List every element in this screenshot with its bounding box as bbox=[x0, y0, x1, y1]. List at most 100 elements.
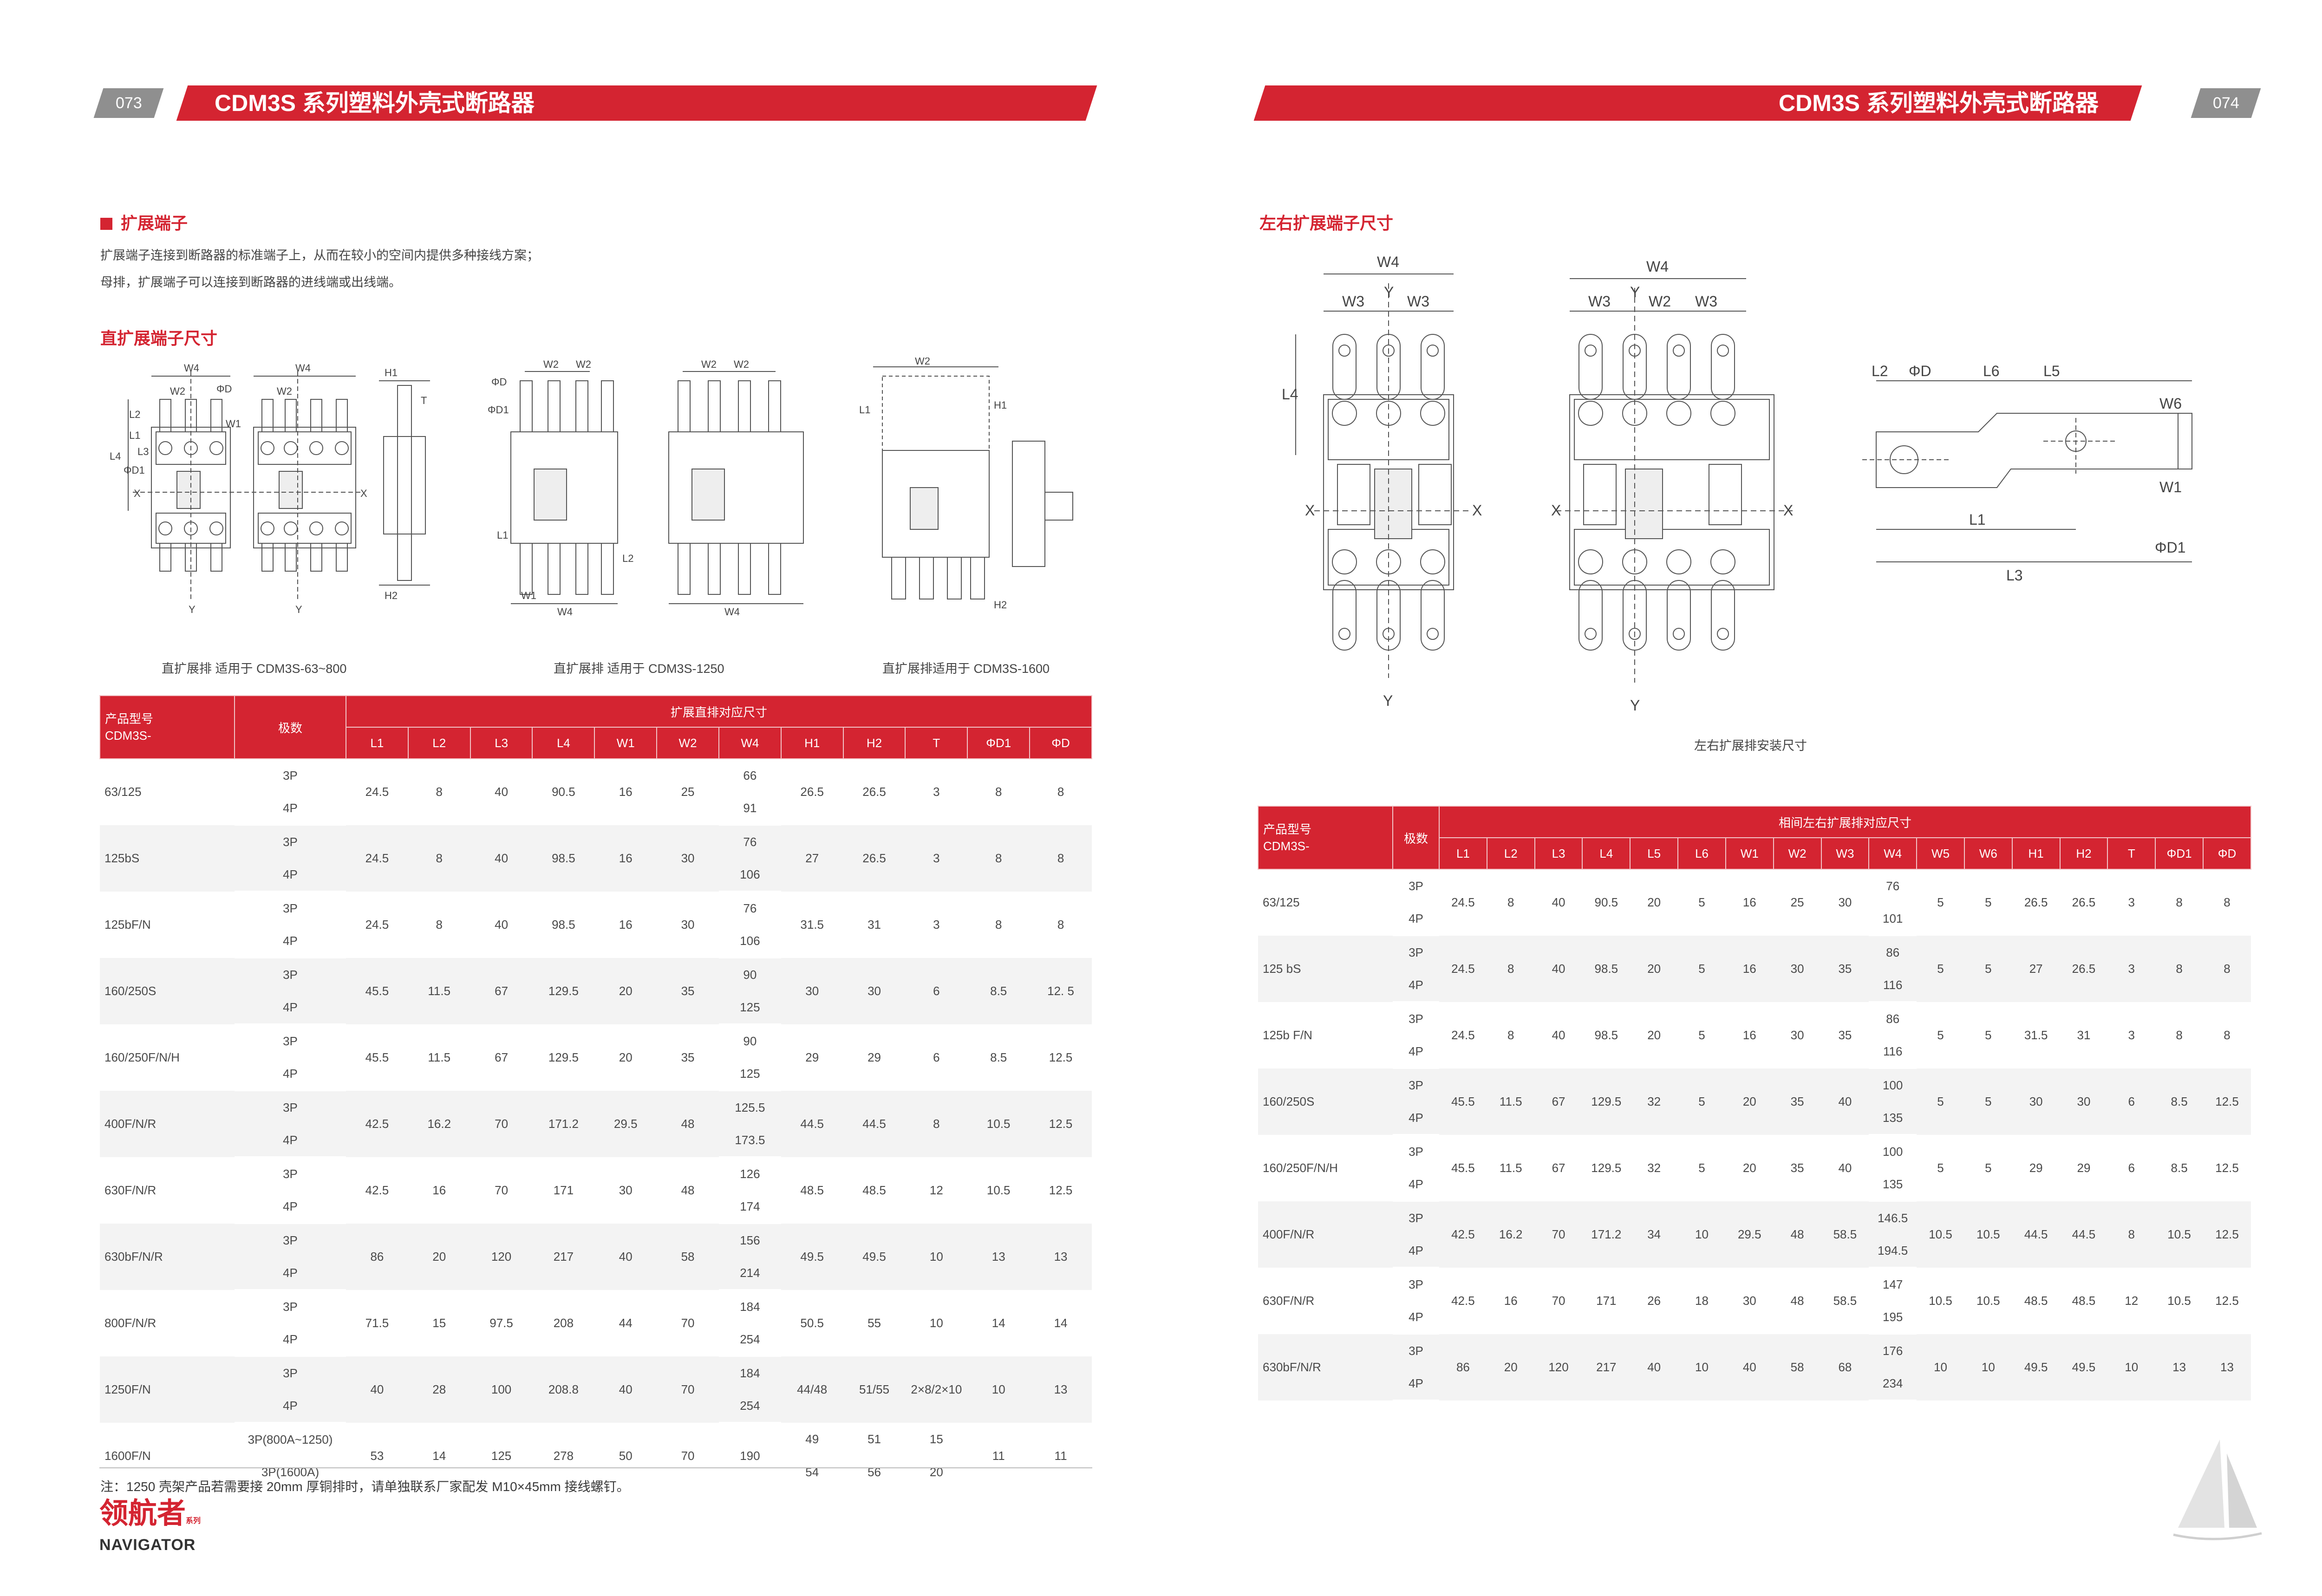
value-cell: 26.5 bbox=[843, 825, 906, 892]
value-cell: 76 bbox=[743, 901, 757, 915]
svg-text:W2: W2 bbox=[734, 358, 749, 370]
value-cell: 70 bbox=[470, 1090, 533, 1157]
value-cell: 20 bbox=[619, 1050, 633, 1064]
value-cell: 171.2 bbox=[1582, 1201, 1631, 1268]
poles-cell: 3P bbox=[235, 1356, 346, 1389]
value-cell: 3 bbox=[933, 917, 940, 932]
svg-text:L1: L1 bbox=[129, 430, 140, 441]
value-cell: 195 bbox=[1869, 1301, 1917, 1335]
value-cell: 5 bbox=[1678, 935, 1726, 1002]
value-cell: 278 bbox=[553, 1448, 574, 1463]
value-cell: 12. 5 bbox=[1030, 958, 1092, 1024]
intro-line-2: 母排，扩展端子可以连接到断路器的进线端或出线端。 bbox=[100, 275, 401, 289]
poles-cell: 4P bbox=[235, 792, 346, 826]
value-cell: 54 bbox=[781, 1456, 843, 1490]
value-cell: 10.5 bbox=[986, 1183, 1011, 1197]
svg-text:Y: Y bbox=[1630, 697, 1640, 714]
svg-text:Y: Y bbox=[1630, 284, 1640, 300]
value-cell: 125.5 bbox=[718, 1090, 781, 1124]
value-cell: 10.5 bbox=[1964, 1201, 2012, 1268]
value-cell: 86 bbox=[1869, 935, 1917, 969]
value-cell: 13 bbox=[1030, 1223, 1092, 1290]
header-title-right: CDM3S 系列塑料外壳式断路器 bbox=[1779, 90, 2099, 116]
value-cell: 40 bbox=[1534, 935, 1583, 1002]
value-cell: 20 bbox=[1742, 1160, 1756, 1175]
value-cell: 86 bbox=[346, 1223, 408, 1290]
svg-text:L2: L2 bbox=[622, 553, 633, 564]
model-cell: 125b F/N bbox=[1263, 1028, 1312, 1042]
value-cell: 16 bbox=[1725, 935, 1774, 1002]
value-cell: 106 bbox=[718, 925, 781, 958]
value-cell: 129.5 bbox=[1582, 1068, 1631, 1135]
model-cell: 800F/N/R bbox=[104, 1316, 157, 1330]
value-cell: 98.5 bbox=[532, 825, 595, 892]
poles-cell: 3P bbox=[1409, 1277, 1423, 1291]
value-cell: 16 bbox=[432, 1183, 446, 1197]
value-cell: 44 bbox=[619, 1316, 633, 1330]
value-cell: 29.5 bbox=[1725, 1201, 1774, 1268]
value-cell: 125 bbox=[491, 1448, 512, 1463]
col-header: L4 bbox=[532, 727, 595, 759]
model-cell: 630F/N/R bbox=[104, 1183, 157, 1197]
value-cell: 125 bbox=[718, 991, 781, 1025]
value-cell: 45.5 bbox=[346, 958, 408, 1024]
poles-cell: 3P bbox=[283, 768, 298, 782]
value-cell: 28 bbox=[408, 1356, 470, 1423]
poles-cell: 3P bbox=[283, 901, 298, 915]
value-cell: 208.8 bbox=[532, 1356, 595, 1423]
svg-text:W3: W3 bbox=[1342, 293, 1364, 310]
col-header: L2 bbox=[407, 727, 471, 759]
value-cell: 16.2 bbox=[1487, 1201, 1535, 1268]
value-cell: 8 bbox=[967, 825, 1030, 892]
model-cell: 125bS bbox=[100, 825, 235, 892]
col-header: ΦD1 bbox=[2155, 837, 2204, 870]
svg-text:L3: L3 bbox=[2006, 567, 2023, 584]
value-cell: 55 bbox=[867, 1316, 881, 1330]
value-cell: 15 bbox=[432, 1316, 446, 1330]
value-cell: 12.5 bbox=[1030, 1090, 1092, 1157]
value-cell: 42.5 bbox=[365, 1183, 389, 1197]
value-cell: 25 bbox=[1790, 895, 1804, 910]
svg-text:W2: W2 bbox=[701, 358, 717, 370]
poles-cell: 4P bbox=[1393, 1367, 1439, 1401]
svg-text:L4: L4 bbox=[110, 450, 121, 462]
value-cell: 8 bbox=[2155, 935, 2203, 1002]
value-cell: 42.5 bbox=[1439, 1201, 1487, 1268]
svg-text:W2: W2 bbox=[1649, 293, 1671, 310]
value-cell: 6 bbox=[905, 958, 968, 1024]
value-cell: 42.5 bbox=[1451, 1293, 1475, 1308]
model-cell: 630bF/N/R bbox=[100, 1223, 235, 1290]
value-cell: 70 bbox=[1552, 1293, 1565, 1308]
value-cell: 8 bbox=[436, 917, 443, 932]
poles-cell: 4P bbox=[235, 1190, 346, 1224]
value-cell: 97.5 bbox=[489, 1316, 513, 1330]
svg-text:L4: L4 bbox=[1282, 386, 1298, 403]
value-cell: 254 bbox=[718, 1389, 781, 1423]
value-cell: 8 bbox=[2224, 1028, 2231, 1042]
subsection-title-side: 左右扩展端子尺寸 bbox=[1259, 214, 1394, 233]
model-cell: 125bF/N bbox=[104, 917, 151, 932]
poles-cell: 3P bbox=[1393, 935, 1439, 969]
value-cell: 44.5 bbox=[2060, 1201, 2108, 1268]
value-cell: 53 bbox=[370, 1448, 384, 1463]
svg-text:W2: W2 bbox=[543, 358, 559, 370]
value-cell: 35 bbox=[657, 958, 719, 1024]
value-cell: 10.5 bbox=[2167, 1293, 2191, 1308]
straight-bus-drawing-1600: W2 L1 H1 H2 bbox=[859, 358, 1073, 611]
value-cell: 10 bbox=[1917, 1334, 1964, 1401]
subsection-title-straight: 直扩展端子尺寸 bbox=[100, 329, 218, 348]
value-cell: 8 bbox=[1030, 825, 1092, 892]
side-bus-drawing-3p: W4 W3 W3 Y L4 X X Y bbox=[1282, 254, 1482, 709]
svg-text:W4: W4 bbox=[557, 606, 573, 618]
poles-cell: 4P bbox=[235, 925, 346, 958]
value-cell: 70 bbox=[495, 1183, 509, 1197]
value-cell: 16 bbox=[1504, 1293, 1518, 1308]
